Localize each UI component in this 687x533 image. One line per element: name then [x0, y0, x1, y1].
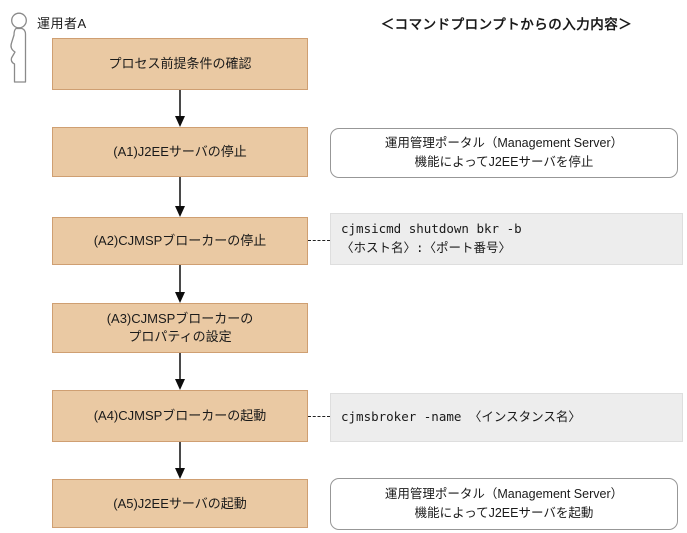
note-command-start-broker: cjmsbroker -name 〈インスタンス名〉: [330, 393, 683, 442]
arrow-head-icon: [175, 468, 185, 479]
arrow-head-icon: [175, 379, 185, 390]
note-portal-stop-j2ee: 運用管理ポータル（Management Server） 機能によってJ2EEサー…: [330, 128, 678, 178]
step-a2-stop-cjmsp-broker: (A2)CJMSPブローカーの停止: [52, 217, 308, 265]
step-a1-stop-j2ee-server: (A1)J2EEサーバの停止: [52, 127, 308, 177]
flow-arrow-2: [174, 177, 186, 217]
step-precondition: プロセス前提条件の確認: [52, 38, 308, 90]
dashed-connector-a4: [308, 416, 330, 417]
step-a3-set-cjmsp-broker-properties: (A3)CJMSPブローカーの プロパティの設定: [52, 303, 308, 353]
operator-person-icon: [3, 12, 33, 86]
arrow-head-icon: [175, 292, 185, 303]
flow-arrow-1: [174, 90, 186, 127]
step-a4-start-cjmsp-broker: (A4)CJMSPブローカーの起動: [52, 390, 308, 442]
note-command-shutdown-broker: cjmsicmd shutdown bkr -b 〈ホスト名〉:〈ポート番号〉: [330, 213, 683, 265]
flow-arrow-3: [174, 265, 186, 303]
step-a5-start-j2ee-server: (A5)J2EEサーバの起動: [52, 479, 308, 528]
note-portal-start-j2ee: 運用管理ポータル（Management Server） 機能によってJ2EEサー…: [330, 478, 678, 530]
prompt-input-header: ＜コマンドプロンプトからの入力内容＞: [380, 17, 633, 32]
arrow-head-icon: [175, 116, 185, 127]
flow-arrow-4: [174, 353, 186, 390]
flow-arrow-5: [174, 442, 186, 479]
operator-label: 運用者A: [37, 16, 87, 31]
dashed-connector-a2: [308, 240, 330, 241]
arrow-head-icon: [175, 206, 185, 217]
